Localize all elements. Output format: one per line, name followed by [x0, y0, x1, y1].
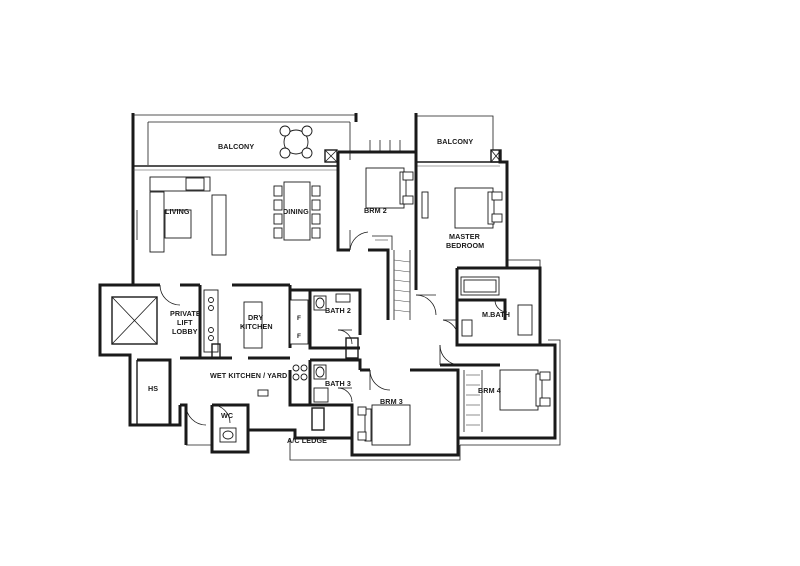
label-bath2: BATH 2 — [325, 306, 351, 315]
service-ducts — [211, 149, 502, 431]
yard-fixtures — [219, 364, 308, 443]
label-master-2: BEDROOM — [446, 241, 484, 250]
master-bed — [421, 187, 503, 229]
brm4-bed — [463, 369, 551, 432]
label-brm2: BRM 2 — [364, 206, 387, 215]
label-brm4: BRM 4 — [478, 386, 501, 395]
label-wet-kitchen: WET KITCHEN / YARD — [210, 371, 287, 380]
label-wc: WC — [221, 411, 233, 420]
living-sofa-set — [136, 176, 227, 256]
dining-table-set — [273, 181, 321, 241]
label-lobby-1: PRIVATE — [170, 309, 201, 318]
label-bath3: BATH 3 — [325, 379, 351, 388]
room-labels: BALCONY BALCONY LIVING DINING BRM 2 MAST… — [148, 137, 510, 445]
master-wardrobe — [393, 259, 411, 313]
label-hs: HS — [148, 384, 158, 393]
label-dry-1: DRY — [248, 313, 263, 322]
label-brm3: BRM 3 — [380, 397, 403, 406]
label-dry-2: KITCHEN — [240, 322, 273, 331]
doors — [159, 230, 508, 426]
label-fridge-2: F — [297, 333, 301, 340]
label-master-1: MASTER — [449, 232, 481, 241]
brm2-bed — [365, 167, 414, 250]
bath-fixtures — [289, 293, 351, 403]
balcony-table-set — [279, 125, 313, 159]
label-fridge-1: F — [297, 315, 301, 322]
label-lobby-2: LIFT — [177, 318, 193, 327]
brm3-bed — [357, 404, 411, 446]
label-mbath: M.BATH — [482, 310, 510, 319]
dry-kitchen-fixtures — [203, 289, 263, 353]
master-bath-fixtures — [460, 276, 533, 337]
label-balcony-master: BALCONY — [437, 137, 473, 146]
label-dining: DINING — [283, 207, 309, 216]
label-balcony: BALCONY — [218, 142, 254, 151]
label-lobby-3: LOBBY — [172, 327, 198, 336]
label-ac-ledge: A/C LEDGE — [287, 436, 327, 445]
label-living: LIVING — [165, 207, 190, 216]
lift-shaft — [111, 296, 158, 345]
